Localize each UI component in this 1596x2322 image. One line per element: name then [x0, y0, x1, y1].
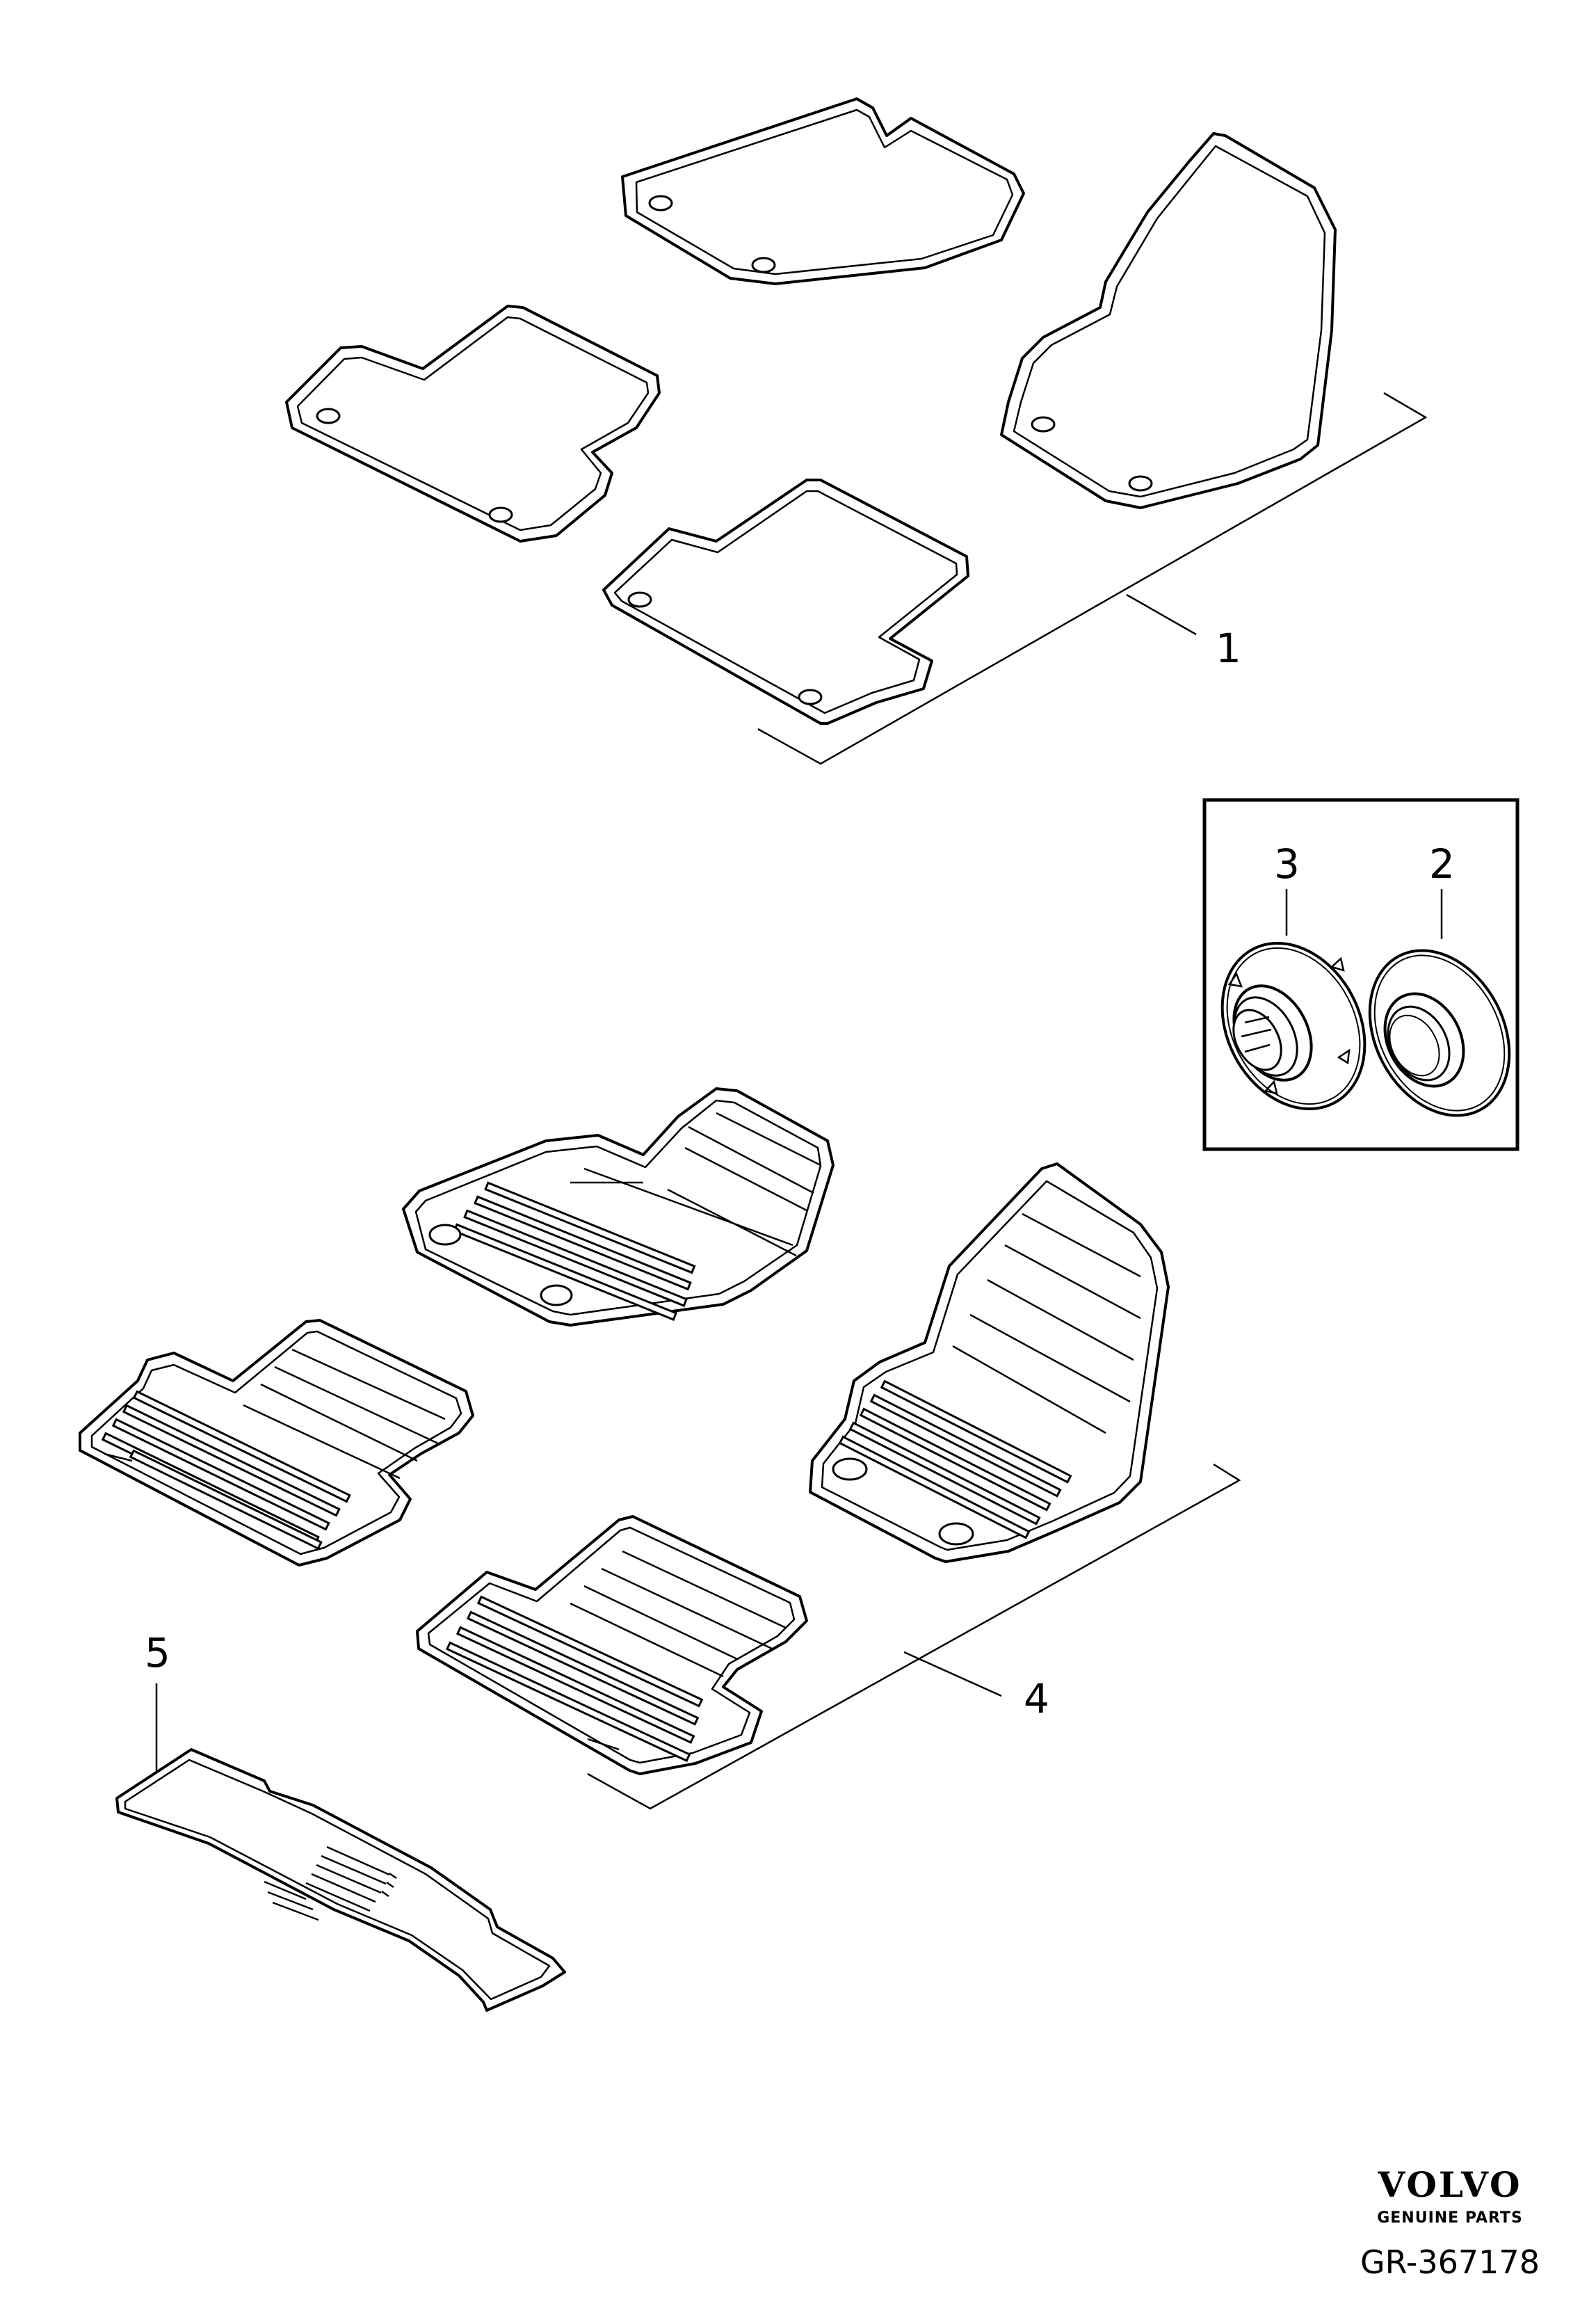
textile-mat-front-right: [1000, 132, 1337, 509]
volvo-logo: VOLVO: [1377, 2164, 1522, 2205]
rubber-mat-front-right: [809, 1162, 1170, 1563]
callout-1: 1: [1216, 625, 1241, 672]
textile-mat-rear-left: [285, 305, 661, 543]
brand-block: VOLVO GENUINE PARTS GR-367178: [1360, 2164, 1540, 2281]
callout-5: 5: [145, 1629, 170, 1676]
rubber-mat-front-left: [402, 1087, 835, 1327]
diagram-reference: GR-367178: [1360, 2243, 1540, 2281]
tunnel-mat-grip-pattern: [264, 1845, 397, 1921]
genuine-parts-tagline: GENUINE PARTS: [1377, 2209, 1523, 2227]
callout-2: 2: [1429, 840, 1455, 888]
rubber-mat-set: 4: [79, 1087, 1241, 1810]
tunnel-mat: 5: [115, 1629, 566, 2012]
floor-mat-clip-with-stud: [1220, 941, 1367, 1111]
textile-mat-front-left: [621, 97, 1025, 285]
callout-3: 3: [1274, 840, 1300, 888]
textile-mat-rear-right: [602, 479, 969, 725]
floor-mat-grommet: [1368, 949, 1511, 1117]
fastener-inset: 3 2: [1202, 798, 1520, 1151]
callout-4: 4: [1024, 1675, 1049, 1722]
rubber-mat-rear-left: [79, 1319, 474, 1567]
rubber-mat-rear-right: [416, 1515, 808, 1775]
textile-mat-set: 1: [285, 97, 1428, 765]
